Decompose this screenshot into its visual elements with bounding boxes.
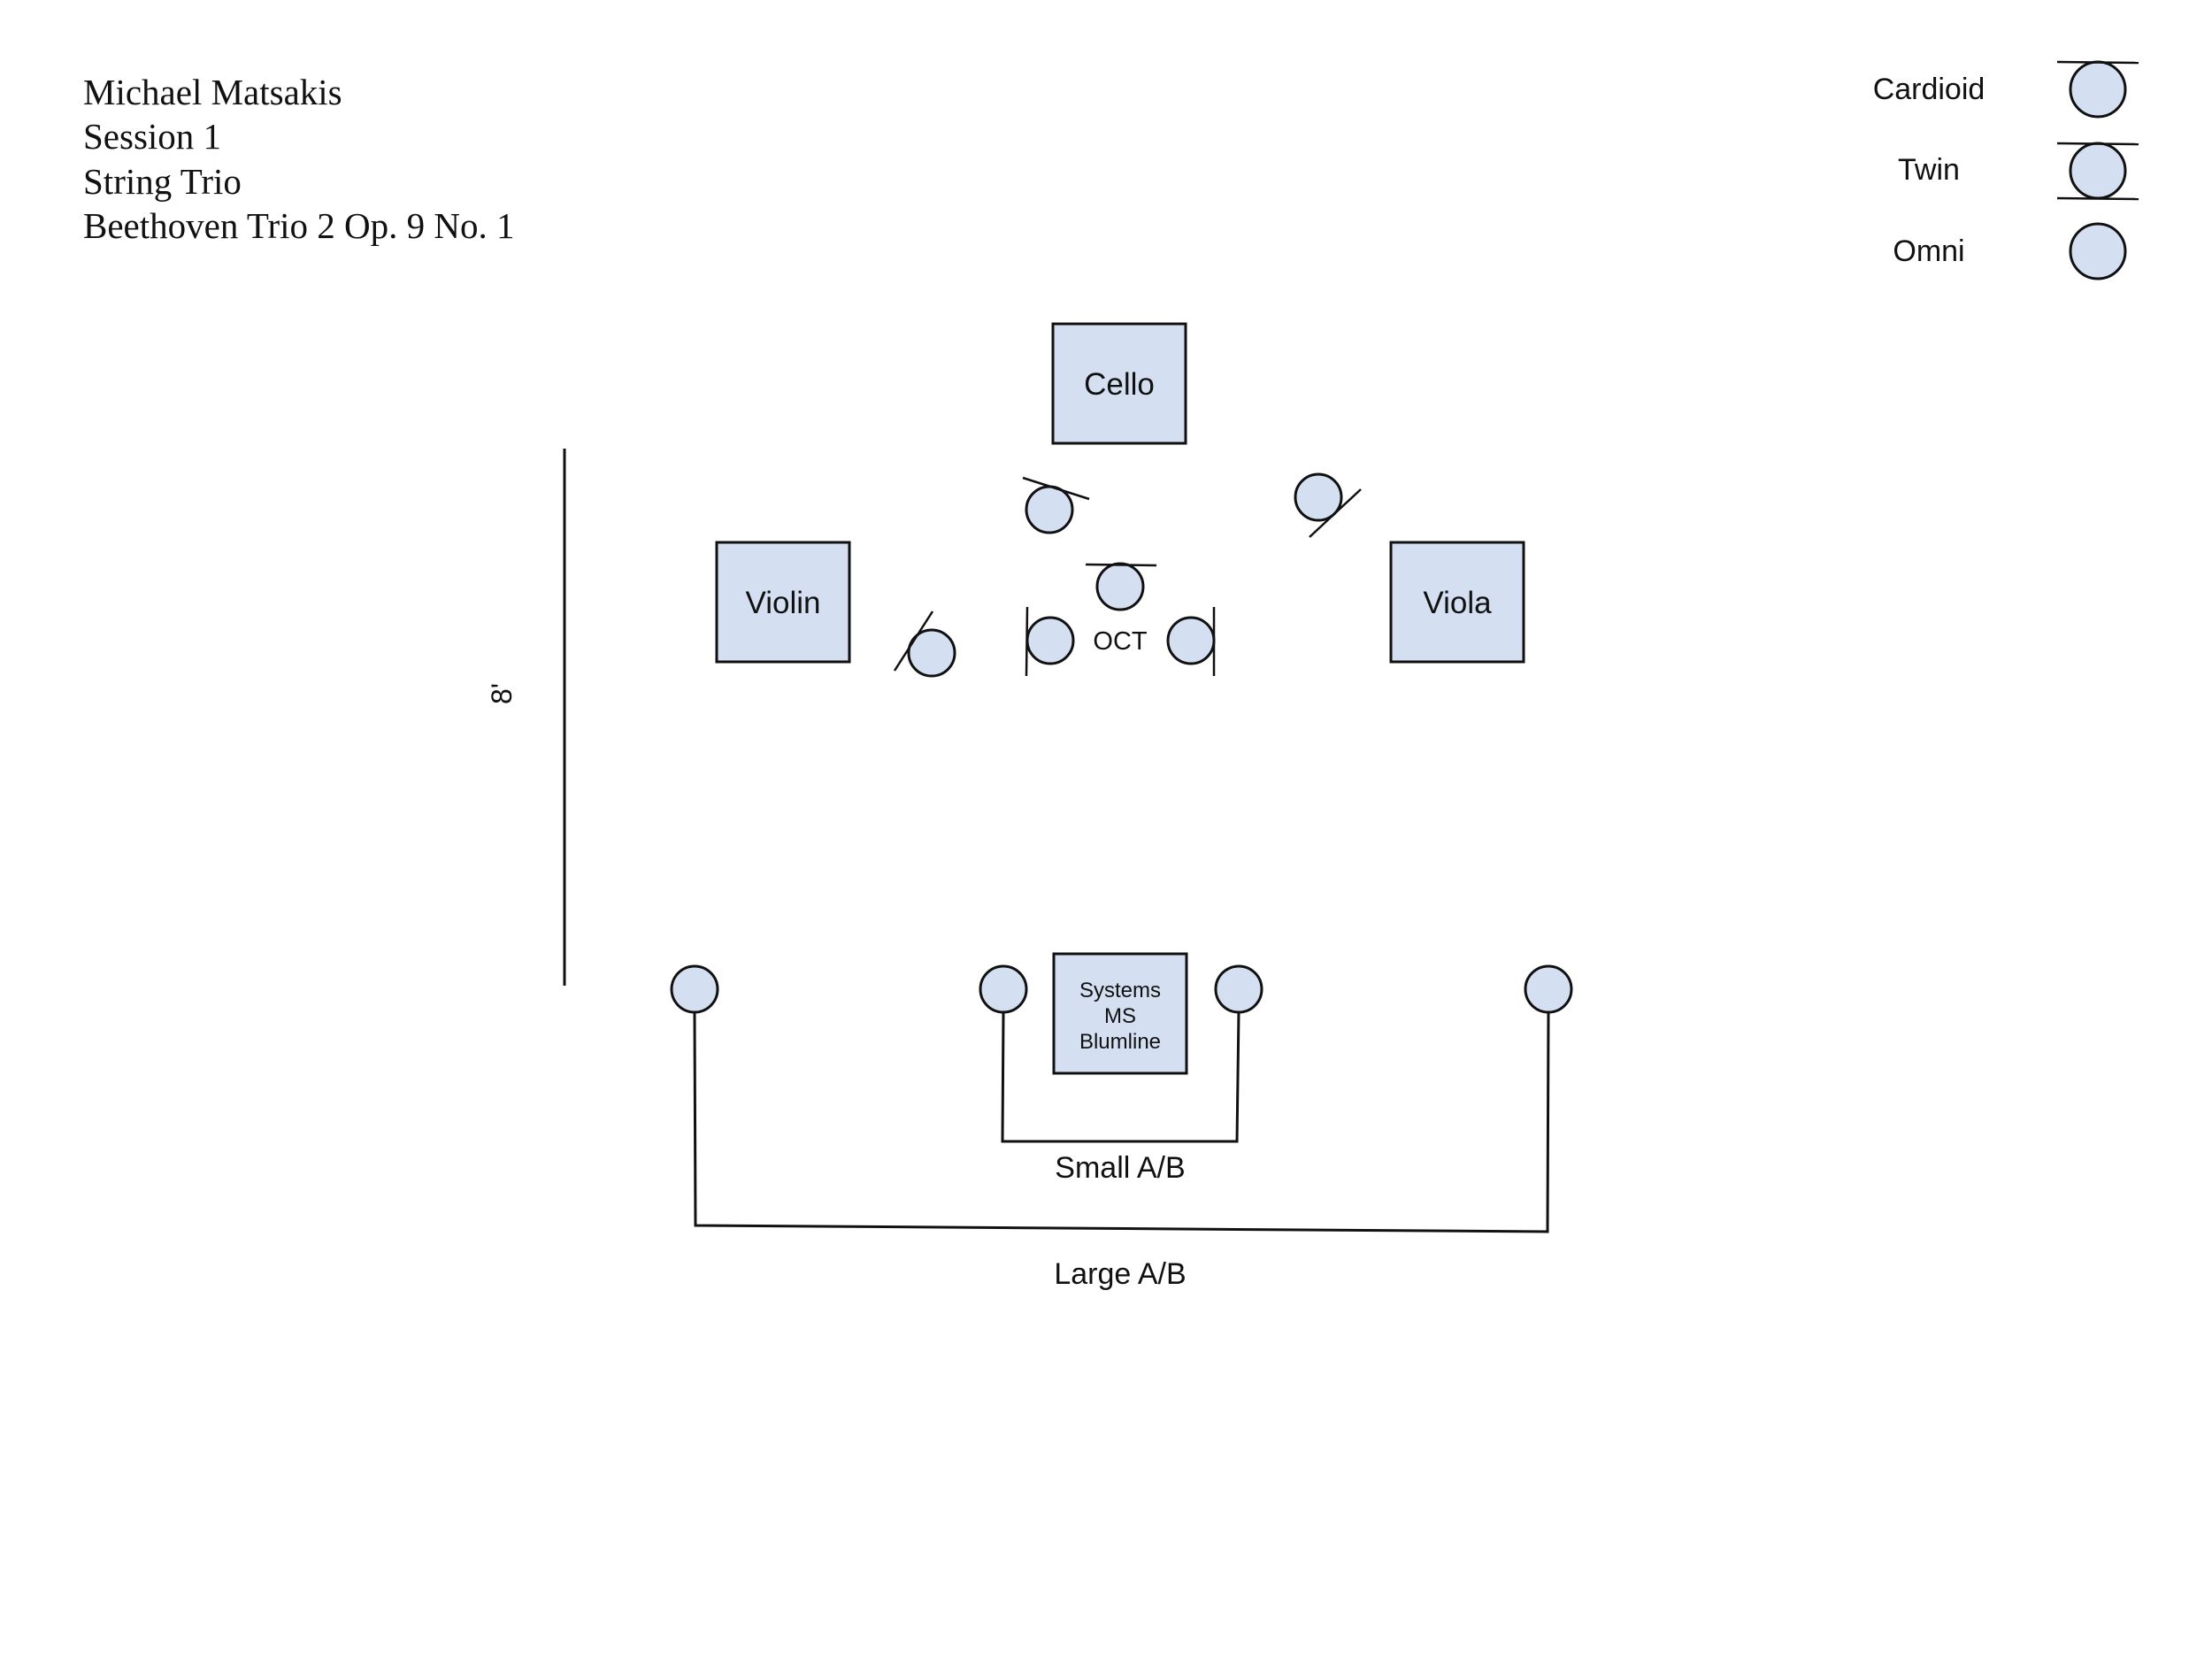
small-ab-label: Small A/B [1055,1151,1185,1185]
legend-label-omni: Omni [1893,234,1964,268]
viola-label: Viola [1423,586,1492,620]
instrument-viola: Viola [1389,541,1525,664]
header-session: Session 1 [83,116,221,157]
legend-label-cardioid: Cardioid [1873,73,1985,106]
cardioid-mic-cello [1022,476,1090,534]
violin-label: Violin [746,586,821,620]
legend-cardioid-icon [2056,60,2139,119]
large-ab-label: Large A/B [1054,1257,1186,1291]
oct-array: OCT [1025,562,1216,677]
legend: Cardioid Twin Omni [1873,60,2139,280]
cello-label: Cello [1084,367,1155,402]
header-piece: Beethoven Trio 2 Op. 9 No. 1 [83,205,514,246]
distance-label: 8' [486,683,518,704]
systems-label-line-2: MS [1104,1004,1136,1028]
header-ensemble: String Trio [83,161,242,202]
omni-mic-small-left [979,964,1028,1014]
oct-left-mic [1025,606,1075,677]
legend-twin-icon [2056,142,2139,201]
cardioid-mic-viola [1294,472,1362,538]
instrument-violin: Violin [715,541,851,664]
oct-right-mic [1166,607,1216,676]
systems-label-line-1: Systems [1079,979,1161,1002]
legend-omni-icon [2069,222,2127,280]
cardioid-mic-violin [893,611,956,678]
oct-label: OCT [1093,627,1148,656]
oct-center-mic [1085,562,1157,611]
omni-mic-small-right [1214,964,1263,1014]
legend-label-twin: Twin [1898,153,1960,187]
distance-marker: 8' [486,449,566,986]
systems-box: Systems MS Blumline [1052,952,1188,1075]
session-header: Michael Matsakis Session 1 String Trio B… [83,72,514,246]
small-ab-bracket: Small A/B [1001,1011,1240,1185]
large-ab-bracket: Large A/B [693,1011,1550,1291]
omni-mic-large-right [1524,964,1573,1014]
systems-label-line-3: Blumline [1079,1030,1161,1054]
instrument-cello: Cello [1051,322,1187,445]
header-name: Michael Matsakis [83,72,342,112]
omni-mic-large-left [670,964,719,1014]
